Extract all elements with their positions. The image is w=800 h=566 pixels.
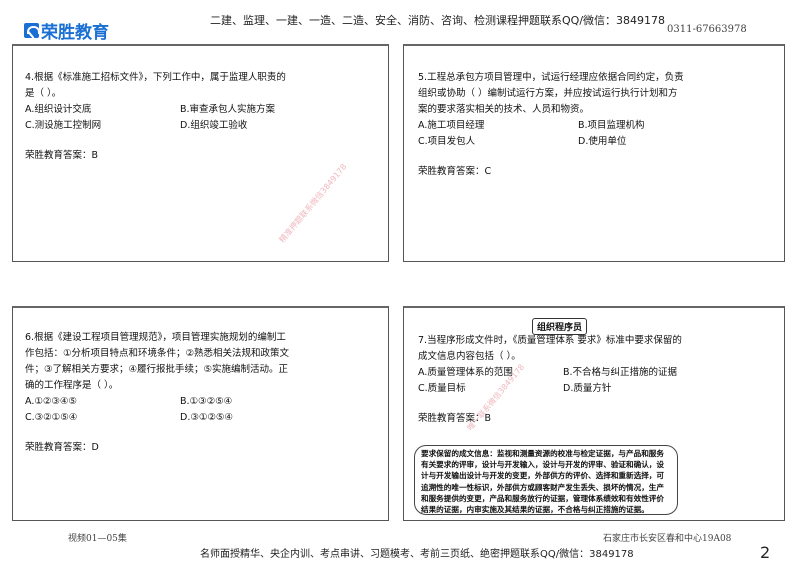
header-phone: 0311-67663978: [667, 24, 747, 35]
option-b: B.①③②⑤④: [180, 396, 233, 407]
question-panel-4: 4.根据《标准施工招标文件》，下列工作中，属于监理人职责的 是（ ）。 A.组织…: [12, 44, 389, 262]
question-text-line: 6.根据《建设工程项目管理规范》，项目管理实施规划的编制工: [25, 332, 286, 343]
option-d: D.③①②⑤④: [180, 412, 233, 423]
option-b: B.不合格与纠正措施的证据: [563, 367, 678, 378]
question-text-line: 4.根据《标准施工招标文件》，下列工作中，属于监理人职责的: [25, 72, 286, 83]
watermark: 精准押题联系微信3849178: [277, 162, 349, 245]
question-text-line: 确的工作程序是（ ）。: [25, 380, 119, 391]
question-panel-5: 5.工程总承包方项目管理中，试运行经理应依据合同约定，负责 组织或协助（ ）编制…: [403, 44, 785, 262]
answer-text: 荣胜教育答案：B: [25, 150, 99, 161]
question-panel-6: 6.根据《建设工程项目管理规范》，项目管理实施规划的编制工 作包括：①分析项目特…: [12, 306, 389, 521]
option-d: D.使用单位: [578, 136, 627, 147]
options-grid: A.施工项目经理 B.项目监理机构 C.项目发包人 D.使用单位: [418, 118, 738, 150]
footer-banner: 名师面授精华、央企内训、考点串讲、习题模考、考前三页纸、绝密押题联系QQ/微信：…: [200, 549, 634, 560]
option-a: A.施工项目经理: [418, 120, 485, 131]
question-text-line: 案的要求落实相关的技术、人员和物资。: [418, 104, 590, 115]
question-text-line: 5.工程总承包方项目管理中，试运行经理应依据合同约定，负责: [418, 72, 684, 83]
answer-text: 荣胜教育答案：C: [418, 166, 492, 177]
question-text-line: 7.当程序形成文件时，《质量管理体系 要求》标准中要求保留的: [418, 335, 682, 346]
answer-text: 荣胜教育答案：B: [418, 413, 492, 424]
option-a: A.质量管理体系的范围: [418, 367, 513, 378]
options-grid: A.①②③④⑤ B.①③②⑤④ C.③②①⑤④ D.③①②⑤④: [25, 394, 340, 426]
brand-logo: 荣胜教育: [24, 18, 109, 43]
option-c: C.测设施工控制网: [25, 120, 102, 131]
logo-icon: [24, 23, 39, 38]
question-block: 7.当程序形成文件时，《质量管理体系 要求》标准中要求保留的 成文信息内容包括（…: [418, 333, 723, 427]
question-text-line: 作包括：①分析项目特点和环境条件；②熟悉相关法规和政策文: [25, 348, 290, 359]
option-d: D.组织竣工验收: [180, 120, 248, 131]
option-c: C.③②①⑤④: [25, 412, 78, 423]
options-grid: A.组织设计交底 B.审查承包人实施方案 C.测设施工控制网 D.组织竣工验收: [25, 102, 340, 134]
header-banner: 二建、监理、一建、一造、二造、安全、消防、咨询、检测课程押题联系QQ/微信：38…: [210, 14, 666, 27]
topic-badge: 组织程序员: [532, 318, 588, 335]
question-block: 6.根据《建设工程项目管理规范》，项目管理实施规划的编制工 作包括：①分析项目特…: [25, 330, 340, 456]
option-a: A.组织设计交底: [25, 104, 92, 115]
option-b: B.审查承包人实施方案: [180, 104, 276, 115]
option-a: A.①②③④⑤: [25, 396, 77, 407]
question-block: 4.根据《标准施工招标文件》，下列工作中，属于监理人职责的 是（ ）。 A.组织…: [25, 70, 340, 164]
option-b: B.项目监理机构: [578, 120, 645, 131]
footer-address: 石家庄市长安区春和中心19A08: [603, 534, 732, 544]
footer-video-range: 视频01—05集: [68, 534, 127, 544]
question-text-line: 成文信息内容包括（ ）。: [418, 351, 521, 362]
explanation-note: 要求保留的成文信息：监视和测量资源的校准与检定证据，与产品和服务有关要求的评审，…: [414, 445, 678, 515]
option-c: C.项目发包人: [418, 136, 476, 147]
question-text-line: 件；③了解相关方要求；④履行报批手续；⑤实施编制活动。正: [25, 364, 289, 375]
option-c: C.质量目标: [418, 383, 466, 394]
question-block: 5.工程总承包方项目管理中，试运行经理应依据合同约定，负责 组织或协助（ ）编制…: [418, 70, 738, 180]
question-text-line: 是（ ）。: [25, 88, 62, 99]
logo-text: 荣胜教育: [41, 23, 109, 43]
options-grid: A.质量管理体系的范围 B.不合格与纠正措施的证据 C.质量目标 D.质量方针: [418, 365, 723, 397]
answer-text: 荣胜教育答案：D: [25, 442, 99, 453]
question-panel-7: 组织程序员 7.当程序形成文件时，《质量管理体系 要求》标准中要求保留的 成文信…: [403, 306, 785, 521]
question-text-line: 组织或协助（ ）编制试运行方案，并应按试运行执行计划和方: [418, 88, 678, 99]
option-d: D.质量方针: [563, 383, 612, 394]
page-number: 2: [760, 543, 771, 562]
